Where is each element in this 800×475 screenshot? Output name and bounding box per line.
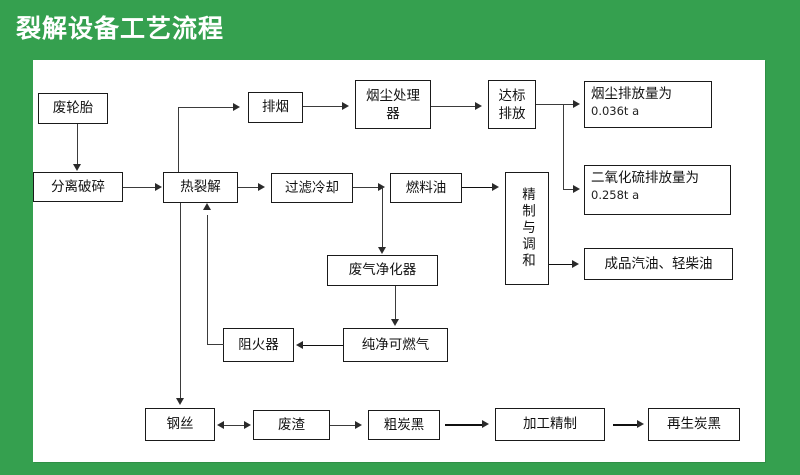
conn-arrester-up [207,215,209,345]
arrow-discharge-to-dust-emission [573,99,580,108]
conn-discharge-branch-down [563,104,565,190]
conn-filter-to-fuel-oil [353,187,378,189]
node-recycled-carbon-black[interactable]: 再生炭黑 [648,408,740,441]
conn-slag-to-crude-cb [330,424,356,426]
conn-arrester-left [207,344,224,346]
node-so2-emission[interactable]: 二氧化硫排放量为 0.258t a [584,165,731,215]
arrow-crude-cb-to-processing [482,420,489,428]
arrow-discharge-to-so2 [573,185,580,193]
node-fuel-oil[interactable]: 燃料油 [390,173,462,203]
node-flue-gas[interactable]: 排烟 [248,92,303,123]
arrow-filter-to-fuel-oil [378,182,385,191]
node-waste-tire[interactable]: 废轮胎 [38,93,108,124]
conn-refine-to-finished-oil [549,263,573,266]
arrow-arrester-to-pyrolysis [202,203,211,210]
conn-purifier-to-clean-gas [395,286,397,320]
node-filter-cool[interactable]: 过滤冷却 [271,173,353,203]
arrow-to-flue-gas [233,103,240,111]
node-separate-crush[interactable]: 分离破碎 [33,172,123,202]
node-clean-gas[interactable]: 纯净可燃气 [343,328,448,362]
so2-emission-value: 0.258t a [591,188,640,202]
conn-pyrolysis-to-filter [238,187,258,189]
conn-pyrolysis-to-steel-wire [180,203,182,399]
arrow-processing-to-recycled-cb [637,420,644,428]
dust-emission-label: 烟尘排放量为 [591,86,672,102]
conn-pyrolysis-up-right [178,107,234,109]
conn-discharge-to-so2 [563,189,575,191]
node-finished-oil[interactable]: 成品汽油、轻柴油 [584,248,733,280]
conn-flue-to-dust-treater [303,106,343,108]
node-flame-arrester[interactable]: 阻火器 [223,328,294,362]
arrow-flue-to-dust-treater [342,101,349,110]
conn-discharge-out [536,104,574,106]
arrow-fuel-oil-to-refine [492,182,499,191]
conn-clean-gas-to-arrester [303,344,343,347]
node-refine-blend[interactable]: 精制与调和 [505,172,549,285]
conn-pyrolysis-up [178,108,180,172]
conn-crush-to-pyrolysis [123,187,156,189]
arrow-pyrolysis-to-steel-wire [175,398,184,405]
node-pyrolysis[interactable]: 热裂解 [163,172,238,203]
arrow-purifier-to-clean-gas [391,319,399,326]
node-dust-emission[interactable]: 烟尘排放量为 0.036t a [584,81,712,128]
arrow-slag-to-steel-wire [217,420,224,429]
arrow-tire-to-crush [72,164,81,171]
node-gas-purifier[interactable]: 废气净化器 [327,255,438,286]
node-steel-wire[interactable]: 钢丝 [145,408,215,441]
conn-fuel-oil-to-refine [462,186,493,189]
node-dust-treater[interactable]: 烟尘处理器 [355,80,431,129]
arrow-slag-to-crude-cb [355,420,362,429]
dust-emission-value: 0.036t a [591,104,640,118]
node-processing-refining[interactable]: 加工精制 [495,408,605,441]
arrow-refine-to-finished-oil [572,259,579,268]
conn-tire-to-crush [77,124,79,165]
page-title: 裂解设备工艺流程 [16,14,225,43]
conn-filter-branch-down [382,187,384,247]
arrow-pyrolysis-to-filter [258,182,265,191]
node-slag[interactable]: 废渣 [253,410,330,440]
conn-crude-cb-to-processing [445,424,483,426]
so2-emission-label: 二氧化硫排放量为 [591,170,699,186]
conn-steel-wire-slag [223,424,245,426]
arrow-crush-to-pyrolysis [155,182,162,191]
node-crude-carbon-black[interactable]: 粗炭黑 [368,410,440,440]
conn-processing-to-recycled-cb [613,424,638,426]
arrow-clean-gas-to-arrester [296,340,303,349]
arrow-steel-wire-to-slag [244,420,251,429]
conn-dust-treater-to-discharge [431,106,476,108]
arrow-filter-to-purifier [378,247,386,254]
flowchart-canvas: 废轮胎 分离破碎 热裂解 排烟 烟尘处理器 达标排放 烟尘排放量为 0.036t… [33,60,765,462]
arrow-dust-treater-to-discharge [475,101,482,110]
node-standard-discharge[interactable]: 达标排放 [488,80,536,129]
